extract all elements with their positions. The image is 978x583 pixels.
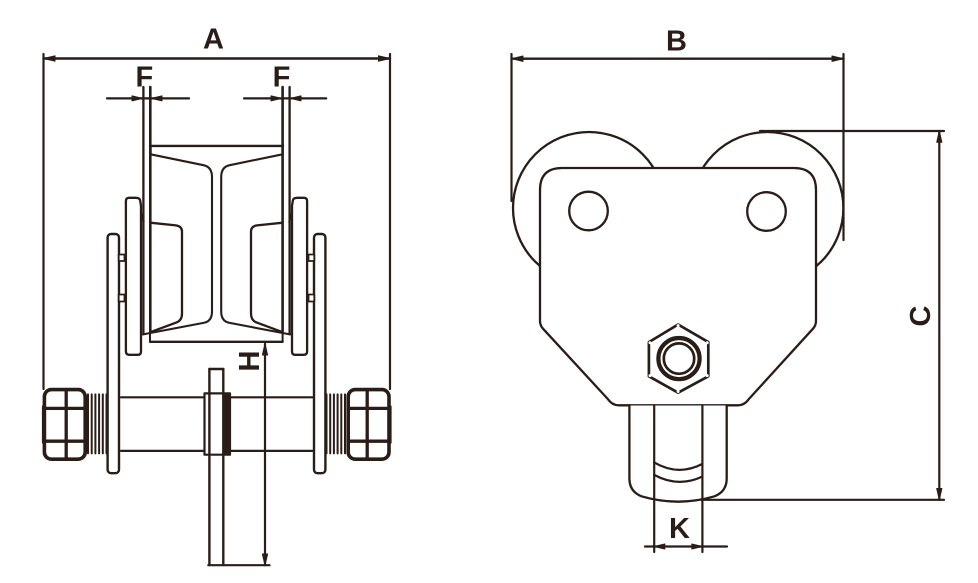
svg-text:F: F <box>135 62 153 94</box>
svg-text:F: F <box>273 62 291 94</box>
svg-text:H: H <box>234 351 266 372</box>
svg-text:K: K <box>669 513 690 545</box>
svg-text:A: A <box>203 24 224 56</box>
svg-text:B: B <box>666 26 687 58</box>
svg-text:C: C <box>905 305 937 326</box>
